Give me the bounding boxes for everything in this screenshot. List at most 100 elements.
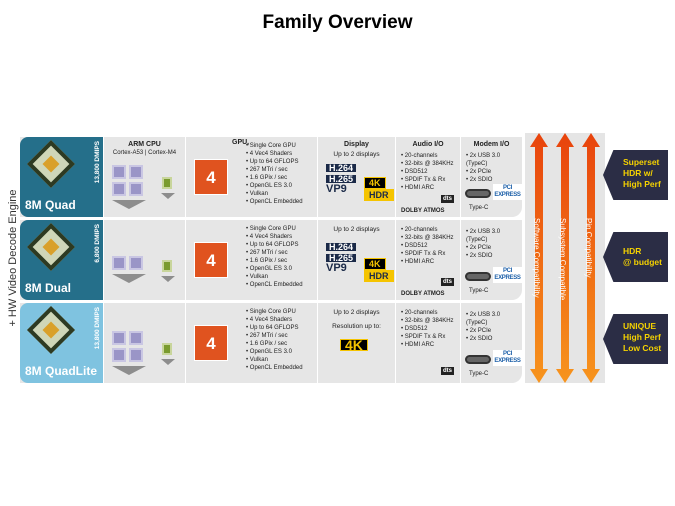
pci-express-logo: PCI EXPRESS: [493, 184, 522, 200]
m4-arrow-icon: [161, 276, 175, 282]
modem-features: 2x USB 3.0 (TypeC)2x PCIe2x SDIO: [466, 311, 522, 343]
a53-core-icon: [112, 182, 126, 196]
audio-feature: DSD512: [401, 242, 460, 250]
gpu-header: GPU,: [232, 139, 250, 146]
audio-cell: 20-channels32-bits @ 384KHzDSD512SPDIF T…: [395, 220, 460, 300]
a53-core-icon: [129, 256, 143, 270]
modem-feature: 2x USB 3.0 (TypeC): [466, 228, 522, 244]
usb-c-icon: [465, 355, 491, 364]
audio-cell: Audio I/O20-channels32-bits @ 384KHzDSD5…: [395, 137, 460, 217]
callout-line: HDR w/: [623, 168, 653, 178]
page-title: Family Overview: [262, 12, 413, 33]
codec-badge: H.264: [326, 243, 357, 252]
pci-express-logo: PCI EXPRESS: [493, 350, 522, 366]
audio-feature: HDMI ARC: [401, 341, 460, 349]
cpu-arrow-icon: [112, 366, 146, 375]
gpu-feature: 267 MTri / sec: [246, 166, 303, 174]
dmips-label: 6,800 DMIPS: [94, 224, 101, 263]
audio-feature: SPDIF Tx & Rx: [401, 333, 460, 341]
dolby-logo: DOLBY ATMOS: [401, 291, 445, 297]
audio-feature: HDMI ARC: [401, 258, 460, 266]
hdr-badge: HDR: [364, 270, 394, 282]
gpu-feature: 267 MTri / sec: [246, 332, 303, 340]
typec-label: Type-C: [469, 371, 489, 377]
a53-core-icon: [129, 182, 143, 196]
cpu-arrow-icon: [112, 200, 146, 209]
4k-badge: 4K: [340, 338, 368, 352]
m4-core-icon: [162, 260, 172, 272]
modem-feature: 2x SDIO: [466, 335, 522, 343]
modem-cell: Modem I/O2x USB 3.0 (TypeC)2x PCIe2x SDI…: [460, 137, 522, 217]
modem-feature: 2x USB 3.0 (TypeC): [466, 311, 522, 327]
gpu-feature: 4 Vec4 Shaders: [246, 316, 303, 324]
gpu-feature: Up to 64 GFLOPS: [246, 158, 303, 166]
audio-features: 20-channels32-bits @ 384KHzDSD512SPDIF T…: [401, 309, 460, 349]
cpu-subheader: Cortex-A53 | Cortex-M4: [112, 150, 177, 156]
m4-core-icon: [162, 177, 172, 189]
modem-feature: 2x PCIe: [466, 327, 522, 335]
dts-logo: dts: [441, 278, 454, 286]
gpu-cell: GPU,4Single Core GPU4 Vec4 ShadersUp to …: [185, 137, 317, 217]
audio-feature: DSD512: [401, 168, 460, 176]
gpu-feature: 4 Vec4 Shaders: [246, 150, 303, 158]
gpu-core-icon: 4: [194, 242, 228, 278]
codec-badge: VP9: [326, 262, 347, 274]
dmips-label: 13,800 DMIPS: [94, 141, 101, 184]
callout-line: Superset: [623, 157, 660, 167]
product-name: 8M QuadLite: [25, 364, 98, 378]
gpu-feature: 1.6 GPix / sec: [246, 340, 303, 348]
callout-line: High Perf: [623, 332, 661, 342]
modem-feature: 2x SDIO: [466, 176, 522, 184]
display-header: Display: [344, 141, 369, 148]
gpu-feature: OpenCL Embedded: [246, 198, 303, 206]
dts-logo: dts: [441, 367, 454, 375]
product-name: 8M Quad: [25, 198, 76, 212]
gpu-feature: 1.6 GPix / sec: [246, 174, 303, 182]
gpu-feature: Single Core GPU: [246, 308, 303, 316]
modem-features: 2x USB 3.0 (TypeC)2x PCIe2x SDIO: [466, 152, 522, 184]
callout-badge: HDR@ budget: [603, 232, 668, 282]
gpu-feature: OpenCL Embedded: [246, 364, 303, 372]
audio-feature: DSD512: [401, 325, 460, 333]
audio-feature: 32-bits @ 384KHz: [401, 317, 460, 325]
4k-badge: 4K: [364, 258, 386, 270]
m4-core-icon: [162, 343, 172, 355]
product-tile: 8M Quad 13,800 DMIPS: [20, 137, 103, 217]
gpu-feature: Vulkan: [246, 356, 303, 364]
gpu-feature: OpenGL ES 3.0: [246, 265, 303, 273]
modem-features: 2x USB 3.0 (TypeC)2x PCIe2x SDIO: [466, 228, 522, 260]
gpu-feature: 1.6 GPix / sec: [246, 257, 303, 265]
audio-feature: 20-channels: [401, 226, 460, 234]
gpu-core-icon: 4: [194, 325, 228, 361]
typec-label: Type-C: [469, 288, 489, 294]
arrow-label: Software Compatibility: [532, 218, 541, 298]
audio-feature: SPDIF Tx & Rx: [401, 250, 460, 258]
a53-core-icon: [112, 165, 126, 179]
dolby-logo: DOLBY ATMOS: [401, 208, 445, 214]
m4-arrow-icon: [161, 193, 175, 199]
audio-feature: 32-bits @ 384KHz: [401, 160, 460, 168]
m4-arrow-icon: [161, 359, 175, 365]
audio-feature: 32-bits @ 384KHz: [401, 234, 460, 242]
a53-core-icon: [129, 348, 143, 362]
gpu-features: Single Core GPU4 Vec4 ShadersUp to 64 GF…: [246, 225, 303, 289]
gpu-core-icon: 4: [194, 159, 228, 195]
gpu-feature: 4 Vec4 Shaders: [246, 233, 303, 241]
a53-core-icon: [112, 331, 126, 345]
usb-c-icon: [465, 272, 491, 281]
chip-icon: [42, 155, 60, 173]
display-count: Up to 2 displays: [333, 226, 380, 233]
side-label: + HW Video Decode Engine: [7, 189, 19, 327]
callout-line: UNIQUE: [623, 321, 657, 331]
arrow-label: Subsystem Compatible: [558, 218, 567, 301]
a53-core-icon: [112, 348, 126, 362]
callout-line: @ budget: [623, 257, 662, 267]
product-logo-icon: [26, 139, 76, 189]
